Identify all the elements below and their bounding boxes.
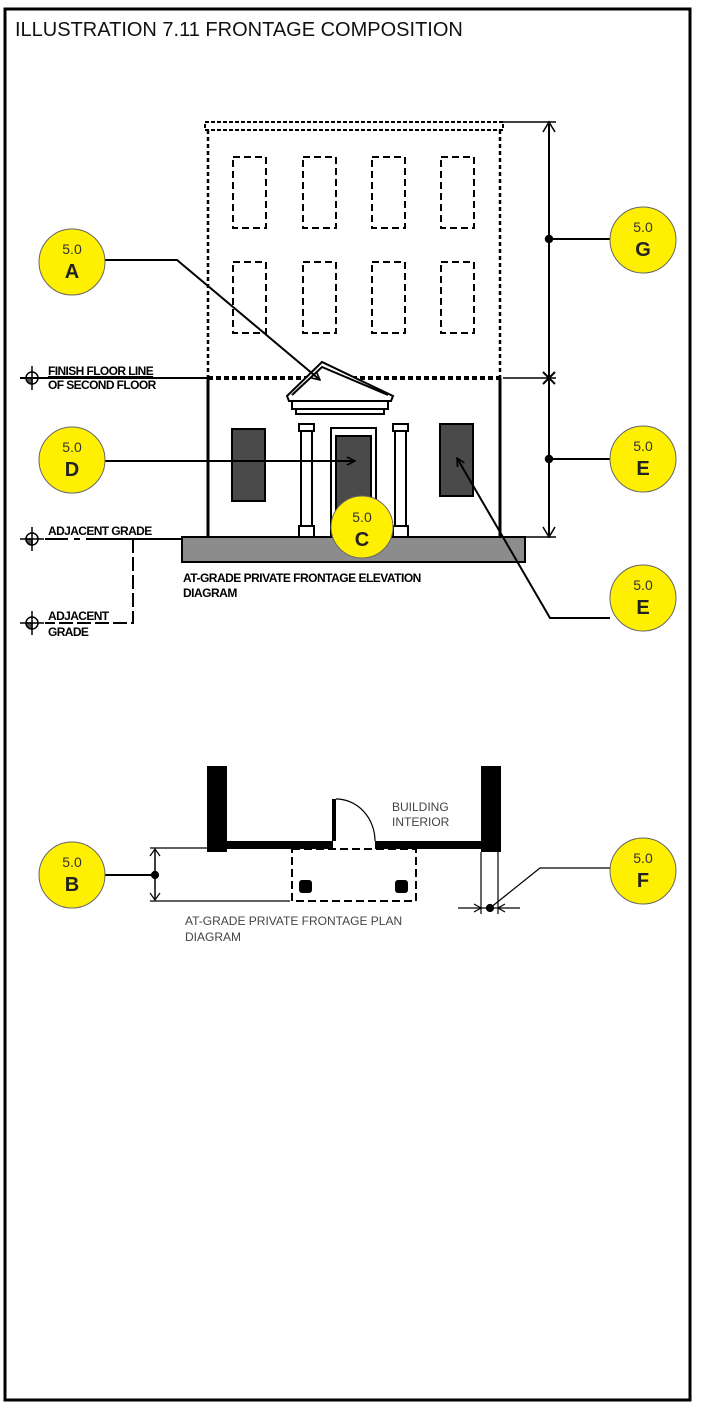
plan-caption: AT-GRADE PRIVATE FRONTAGE PLAN <box>185 914 402 928</box>
callout-letter: G <box>635 239 651 261</box>
callout-letter: B <box>65 874 79 896</box>
ground-floor-walls <box>206 378 502 537</box>
door-swing-arc <box>335 798 376 842</box>
callout-letter: A <box>65 261 79 283</box>
elevation-caption: AT-GRADE PRIVATE FRONTAGE ELEVATION <box>183 571 421 585</box>
callout-g: 5.0G <box>609 206 677 274</box>
illustration-title: ILLUSTRATION 7.11 FRONTAGE COMPOSITION <box>15 19 463 41</box>
leader-lines <box>105 238 610 909</box>
height-dimension <box>503 120 556 539</box>
callout-number: 5.0 <box>62 241 82 257</box>
callout-letter: C <box>355 529 369 551</box>
callout-letter: E <box>636 597 649 619</box>
callout-number: 5.0 <box>633 219 653 235</box>
building-plan <box>149 766 520 914</box>
callout-number: 5.0 <box>352 509 372 525</box>
building-elevation <box>181 121 526 563</box>
plan-left-wall <box>207 766 227 852</box>
finish-floor-label-2: OF SECOND FLOOR <box>48 378 157 392</box>
finish-floor-label: FINISH FLOOR LINE <box>48 364 154 378</box>
porch-column <box>395 880 408 893</box>
frame <box>3 7 692 1402</box>
adjacent-grade-label: ADJACENT GRADE <box>48 524 152 538</box>
callout-e: 5.0E <box>609 425 677 493</box>
porch-outline <box>291 848 417 902</box>
elevation-caption-2: DIAGRAM <box>183 586 237 600</box>
level-target-icon <box>20 366 44 390</box>
plan-front-wall-right <box>375 841 481 849</box>
callout-a: 5.0A <box>38 228 106 296</box>
callout-d: 5.0D <box>38 426 106 494</box>
cornice <box>204 121 504 131</box>
level-target-icon <box>20 611 44 635</box>
plan-door-leaf <box>332 799 336 841</box>
adjacent-grade-2-label-b: GRADE <box>48 625 89 639</box>
level-target-icon <box>20 527 44 551</box>
plan-caption-2: DIAGRAM <box>185 930 241 944</box>
callout-number: 5.0 <box>633 850 653 866</box>
callout-b: 5.0B <box>38 841 106 909</box>
plan-right-wall <box>481 766 501 852</box>
porch-column <box>299 880 312 893</box>
callout-number: 5.0 <box>633 438 653 454</box>
callout-letter: D <box>65 459 79 481</box>
plan-front-wall-left <box>227 841 333 849</box>
callout-number: 5.0 <box>62 854 82 870</box>
callout-number: 5.0 <box>633 577 653 593</box>
adjacent-grade-2-label: ADJACENT <box>48 609 110 623</box>
left-window <box>231 428 266 502</box>
upper-windows <box>232 156 475 334</box>
depth-dimension <box>149 847 290 902</box>
setback-dimension <box>458 852 520 914</box>
building-interior-label: BUILDING <box>392 800 449 814</box>
level-markers <box>20 366 208 635</box>
callout-e-window: 5.0E <box>609 564 677 632</box>
callout-f: 5.0F <box>609 837 677 905</box>
callout-letter: E <box>636 458 649 480</box>
callout-c: 5.0C <box>330 495 394 559</box>
upper-floors-outline <box>206 130 502 378</box>
callout-letter: F <box>637 870 649 892</box>
callout-number: 5.0 <box>62 439 82 455</box>
right-window <box>439 423 474 497</box>
building-interior-label-2: INTERIOR <box>392 815 450 829</box>
